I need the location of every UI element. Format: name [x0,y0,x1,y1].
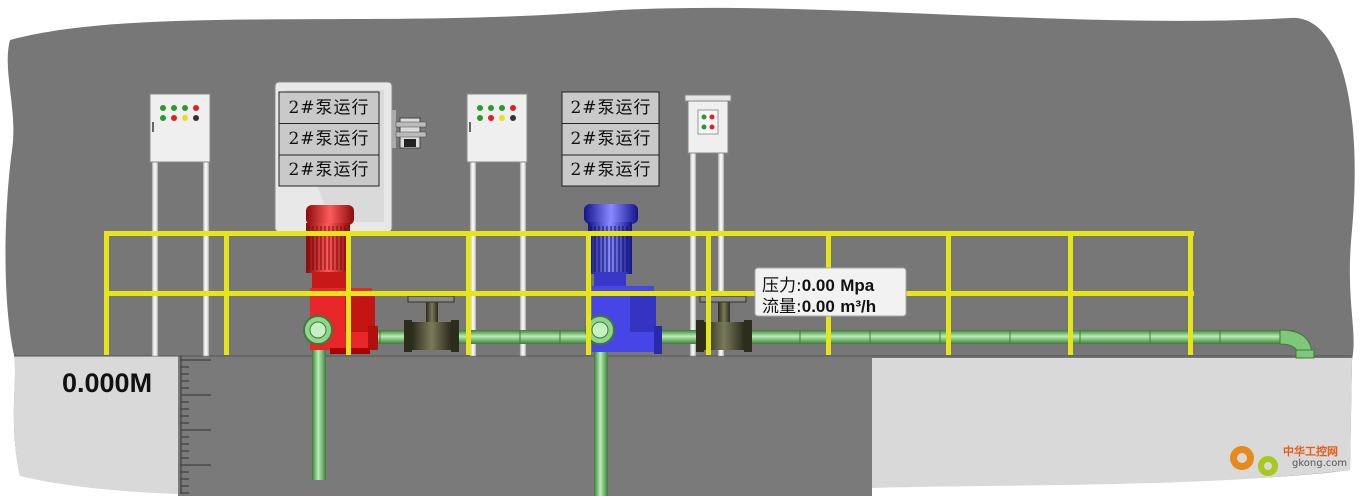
display-right-row-1: 2#泵运行 [570,98,652,118]
watermark-logo [1230,446,1278,476]
watermark-url: gkong.com [1292,458,1348,469]
water-pit [178,356,872,496]
suction-pipe-1 [312,334,326,480]
ground-right [872,358,1352,488]
display-left-row-1: 2#泵运行 [288,98,370,118]
pressure-unit: Mpa [840,276,875,295]
pressure-label: 压力: [762,276,802,296]
display-right-row-2: 2#泵运行 [570,129,652,149]
discharge-pipe [325,330,1295,344]
pressure-value: 0.00 [801,276,835,295]
ground-left [13,356,179,494]
control-cabinet-2 [466,93,528,357]
suction-pipe-2 [594,334,608,496]
flow-readout: 流量:0.00 m³/h [762,292,876,317]
pressure-readout: 压力:0.00 Mpa [762,271,874,296]
display-right-row-3: 2#泵运行 [570,160,652,180]
watermark-text: 中华工控网 [1283,445,1338,458]
flow-unit: m³/h [840,297,877,316]
water-level-readout: 0.000M [62,368,153,398]
flow-value: 0.00 [801,297,835,316]
level-gauge [180,356,211,494]
valve-1 [404,295,459,352]
display-left-row-3: 2#泵运行 [288,160,370,180]
display-left-row-2: 2#泵运行 [288,129,370,149]
display-right-frame [561,91,660,187]
control-cabinet-1 [149,93,211,357]
display-left-frame [278,91,380,187]
pump-2 [584,204,662,354]
control-cabinet-3 [684,94,732,357]
flow-label: 流量: [762,297,802,317]
readout-box [754,267,907,317]
